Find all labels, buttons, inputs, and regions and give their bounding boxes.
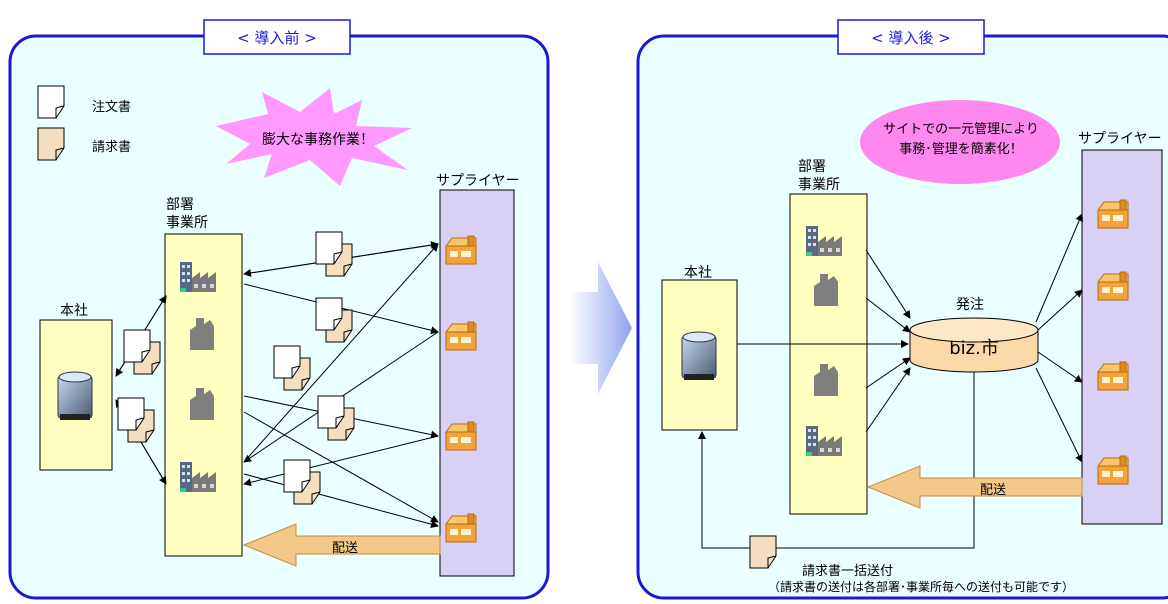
before-supplier-label: サプライヤー	[436, 173, 520, 189]
after-network-arrows	[698, 213, 1083, 549]
before-title: < 導入前 >	[237, 29, 317, 47]
burst-text: 膨大な事務作業！	[262, 132, 374, 148]
supplier-icon	[1097, 271, 1129, 301]
speech-bubble	[860, 100, 1060, 184]
hub-label: biz.市	[949, 338, 999, 359]
before-hq-label: 本社	[60, 303, 88, 319]
after-title: < 導入後 >	[871, 29, 951, 47]
bubble-line-1: サイトでの一元管理により	[883, 122, 1039, 137]
order-label: 発注	[956, 297, 984, 313]
burst-shape	[216, 88, 412, 186]
before-title-box	[203, 19, 351, 55]
after-delivery-arrow	[866, 465, 1083, 509]
before-delivery-label: 配送	[332, 541, 359, 556]
supplier-icon	[1097, 199, 1129, 229]
supplier-icon	[1097, 455, 1129, 485]
after-delivery-label: 配送	[980, 483, 1007, 498]
before-delivery-arrow	[242, 523, 441, 567]
invoice-note: （請求書の送付は各部署･事業所毎への送付も可能です）	[768, 580, 1075, 594]
transition-arrow	[570, 262, 632, 394]
biz-hub-cylinder	[909, 317, 1039, 373]
before-dept-label-1: 部署	[166, 197, 194, 213]
supplier-icon	[445, 513, 477, 543]
legend-invoice-label: 請求書	[92, 140, 132, 155]
bubble-line-2: 事務･管理を簡素化！	[899, 142, 1023, 157]
hq-building-icon	[57, 371, 93, 421]
before-dept-label-2: 事業所	[166, 215, 208, 231]
supplier-icon	[445, 235, 477, 265]
supplier-icon	[445, 421, 477, 451]
after-hq-label: 本社	[684, 265, 712, 281]
hq-building-icon	[681, 331, 717, 381]
after-supplier-label: サプライヤー	[1078, 131, 1162, 147]
after-title-box	[837, 19, 985, 55]
after-dept-label-1: 部署	[798, 159, 826, 175]
legend-order-label: 注文書	[92, 100, 132, 115]
supplier-icon	[1097, 361, 1129, 391]
after-dept-label-2: 事業所	[798, 177, 840, 193]
invoice-label: 請求書一括送付	[802, 564, 894, 579]
supplier-icon	[445, 321, 477, 351]
